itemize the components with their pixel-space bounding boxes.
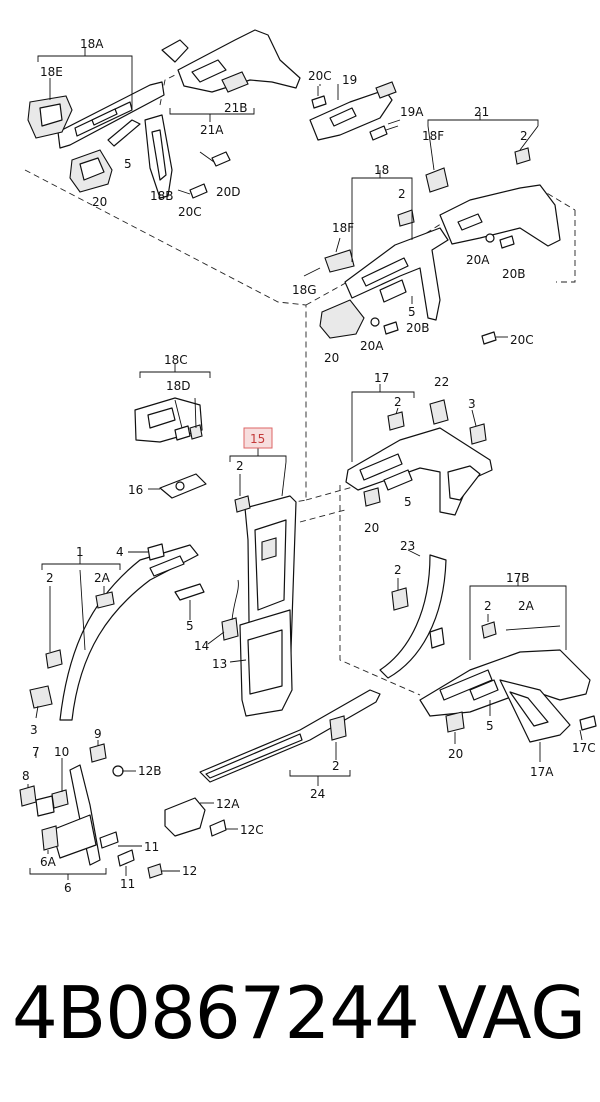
trim-17B-group [419,621,597,743]
callout-5-top: 5 [124,157,132,171]
callout-20B-right: 20B [502,267,526,281]
callout-17A: 17A [530,765,554,779]
callout-2-23: 2 [394,563,402,577]
callout-5-17: 5 [404,495,412,509]
trim-6-group [19,743,227,879]
trim-21A-group [161,29,399,141]
callout-18: 18 [374,163,389,177]
callout-18F: 18F [332,221,354,235]
callout-19A: 19A [400,105,424,119]
callout-12C: 12C [240,823,264,837]
brand-name: VAG [437,971,586,1055]
callout-2A-1: 2A [94,571,111,585]
callout-14: 14 [194,639,209,653]
callout-6A: 6A [40,855,57,869]
callout-8: 8 [22,769,30,783]
sill-24 [199,689,381,783]
callout-19: 19 [342,73,357,87]
callout-11a: 11 [144,840,159,854]
callout-13: 13 [212,657,227,671]
callout-18C: 18C [164,353,188,367]
parts-diagram: 18A 18E 21A 21B 20C 19 19A 5 18B 20C 20D… [19,29,597,895]
callout-16: 16 [128,483,143,497]
callout-7: 7 [32,745,40,759]
callout-20-top: 20 [92,195,107,209]
trim-18-group [319,147,561,345]
part-number: 4B0867244 [12,971,420,1055]
callout-18F-top: 18F [422,129,444,143]
trim-18C-group [134,397,203,443]
callout-18G: 18G [292,283,317,297]
callout-17B: 17B [506,571,530,585]
callout-2-24: 2 [332,759,340,773]
callout-21: 21 [474,105,489,119]
part-16 [148,473,207,499]
callout-12: 12 [182,864,197,878]
callout-labels: 18A 18E 21A 21B 20C 19 19A 5 18B 20C 20D… [22,37,596,895]
callout-3-17: 3 [468,397,476,411]
callout-20C-18: 20C [510,333,534,347]
callout-12A: 12A [216,797,240,811]
callout-24: 24 [310,787,325,801]
callout-21A: 21A [200,123,224,137]
callout-5-18: 5 [408,305,416,319]
callout-23: 23 [400,539,415,553]
footer: 4B0867244 VAG [0,958,600,1078]
pillar-15-13 [221,495,297,717]
leader-lines [27,48,583,880]
callout-2-17: 2 [394,395,402,409]
callout-20-17: 20 [364,521,379,535]
callout-6: 6 [64,881,72,895]
callout-20-18: 20 [324,351,339,365]
callout-2-15: 2 [236,459,244,473]
callout-20D: 20D [216,185,241,199]
trim-23-group [379,554,447,679]
callout-2-top: 2 [520,129,528,143]
callout-22: 22 [434,375,449,389]
callout-2-1: 2 [46,571,54,585]
callout-2A-17B: 2A [518,599,535,613]
trim-17-group [345,399,493,516]
callout-10: 10 [54,745,69,759]
callout-20A: 20A [360,339,384,353]
callout-20-17B: 20 [448,747,463,761]
callout-18E: 18E [40,65,63,79]
callout-15: 15 [250,432,265,446]
callout-20C-mid: 20C [178,205,202,219]
callout-3-1: 3 [30,723,38,737]
callout-18A: 18A [80,37,104,51]
callout-1: 1 [76,545,84,559]
callout-18D: 18D [166,379,191,393]
callout-20C-top: 20C [308,69,332,83]
trim-18A-group [27,81,231,199]
callout-20A-right: 20A [466,253,490,267]
callout-17C: 17C [572,741,596,755]
callout-4: 4 [116,545,124,559]
callout-11b: 11 [120,877,135,891]
callout-9: 9 [94,727,102,741]
highlight-15-box [243,427,273,449]
callout-5-17B: 5 [486,719,494,733]
callout-2-18: 2 [398,187,406,201]
callout-17: 17 [374,371,389,385]
callout-2-17B: 2 [484,599,492,613]
callout-18B: 18B [150,189,174,203]
callout-5-1: 5 [186,619,194,633]
callout-20B: 20B [406,321,430,335]
callout-12B: 12B [138,764,162,778]
callout-21B: 21B [224,101,248,115]
trim-1-group [29,543,205,721]
